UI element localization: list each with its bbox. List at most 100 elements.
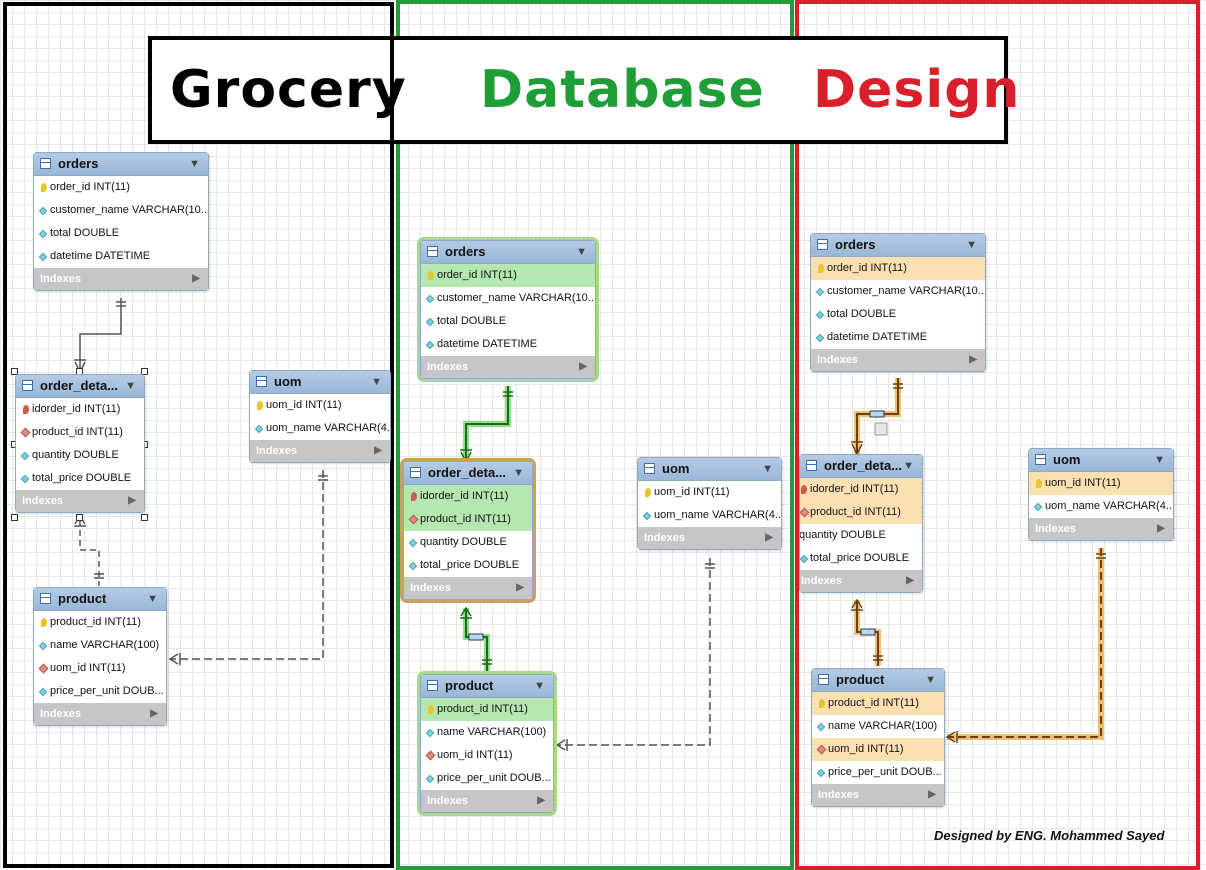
indexes-section[interactable]: Indexes▶	[638, 527, 781, 549]
column-row[interactable]: price_per_unit DOUB...	[812, 761, 944, 784]
collapse-arrow-icon[interactable]: ▼	[371, 376, 382, 388]
expand-arrow-icon[interactable]: ▶	[537, 795, 545, 806]
column-row[interactable]: customer_name VARCHAR(10...	[421, 287, 595, 310]
collapse-arrow-icon[interactable]: ▼	[513, 467, 524, 479]
expand-arrow-icon[interactable]: ▶	[906, 575, 914, 586]
column-row[interactable]: name VARCHAR(100)	[421, 721, 553, 744]
table-header[interactable]: orders ▼	[421, 241, 595, 264]
collapse-arrow-icon[interactable]: ▼	[189, 158, 200, 170]
table-order-details[interactable]: order_deta... ▼ idorder_id INT(11) produ…	[15, 374, 145, 513]
selection-handle[interactable]	[11, 368, 18, 375]
column-row[interactable]: name VARCHAR(100)	[34, 634, 166, 657]
selection-handle[interactable]	[76, 514, 83, 521]
expand-arrow-icon[interactable]: ▶	[150, 708, 158, 719]
column-row[interactable]: uom_name VARCHAR(4...	[638, 504, 781, 527]
column-row[interactable]: quantity DOUBLE	[404, 531, 532, 554]
table-orders[interactable]: orders ▼ order_id INT(11) customer_name …	[810, 233, 986, 372]
column-row[interactable]: idorder_id INT(11)	[16, 398, 144, 421]
table-header[interactable]: order_deta... ▼	[16, 375, 144, 398]
indexes-section[interactable]: Indexes▶	[404, 577, 532, 599]
column-row[interactable]: uom_id INT(11)	[421, 744, 553, 767]
column-row[interactable]: product_id INT(11)	[404, 508, 532, 531]
column-row[interactable]: datetime DATETIME	[421, 333, 595, 356]
column-row[interactable]: total DOUBLE	[811, 303, 985, 326]
column-row[interactable]: name VARCHAR(100)	[812, 715, 944, 738]
table-product[interactable]: product ▼ product_id INT(11) name VARCHA…	[420, 674, 554, 813]
expand-arrow-icon[interactable]: ▶	[374, 445, 382, 456]
column-row[interactable]: uom_name VARCHAR(4...	[250, 417, 390, 440]
collapse-arrow-icon[interactable]: ▼	[534, 680, 545, 692]
collapse-arrow-icon[interactable]: ▼	[966, 239, 977, 251]
column-row[interactable]: product_id INT(11)	[16, 421, 144, 444]
indexes-section[interactable]: Indexes▶	[421, 356, 595, 378]
column-row[interactable]: product_id INT(11)	[800, 501, 922, 524]
table-header[interactable]: uom ▼	[638, 458, 781, 481]
column-row[interactable]: product_id INT(11)	[812, 692, 944, 715]
column-row[interactable]: total_price DOUBLE	[404, 554, 532, 577]
column-row[interactable]: order_id INT(11)	[811, 257, 985, 280]
column-row[interactable]: uom_id INT(11)	[1029, 472, 1173, 495]
indexes-section[interactable]: Indexes▶	[16, 490, 144, 512]
column-row[interactable]: datetime DATETIME	[34, 245, 208, 268]
table-header[interactable]: orders ▼	[34, 153, 208, 176]
collapse-arrow-icon[interactable]: ▼	[147, 593, 158, 605]
collapse-arrow-icon[interactable]: ▼	[903, 460, 914, 472]
collapse-arrow-icon[interactable]: ▼	[576, 246, 587, 258]
indexes-section[interactable]: Indexes▶	[811, 349, 985, 371]
column-row[interactable]: price_per_unit DOUB...	[34, 680, 166, 703]
expand-arrow-icon[interactable]: ▶	[928, 789, 936, 800]
column-row[interactable]: total_price DOUBLE	[800, 547, 922, 570]
expand-arrow-icon[interactable]: ▶	[579, 361, 587, 372]
indexes-section[interactable]: Indexes▶	[800, 570, 922, 592]
column-row[interactable]: uom_id INT(11)	[638, 481, 781, 504]
column-row[interactable]: quantity DOUBLE	[800, 529, 886, 541]
collapse-arrow-icon[interactable]: ▼	[762, 463, 773, 475]
selection-handle[interactable]	[141, 514, 148, 521]
column-row[interactable]: order_id INT(11)	[421, 264, 595, 287]
expand-arrow-icon[interactable]: ▶	[765, 532, 773, 543]
column-row[interactable]: uom_id INT(11)	[34, 657, 166, 680]
expand-arrow-icon[interactable]: ▶	[128, 495, 136, 506]
column-row[interactable]: total DOUBLE	[34, 222, 208, 245]
column-row[interactable]: uom_name VARCHAR(4...	[1029, 495, 1173, 518]
table-orders[interactable]: orders ▼ order_id INT(11) customer_name …	[420, 240, 596, 379]
indexes-section[interactable]: Indexes▶	[421, 790, 553, 812]
collapse-arrow-icon[interactable]: ▼	[125, 380, 136, 392]
collapse-arrow-icon[interactable]: ▼	[925, 674, 936, 686]
table-uom[interactable]: uom ▼ uom_id INT(11) uom_name VARCHAR(4.…	[637, 457, 782, 550]
column-row[interactable]: quantity DOUBLE	[16, 444, 144, 467]
expand-arrow-icon[interactable]: ▶	[1157, 523, 1165, 534]
column-row[interactable]: total_price DOUBLE	[16, 467, 144, 490]
selection-handle[interactable]	[141, 368, 148, 375]
table-uom[interactable]: uom ▼ uom_id INT(11) uom_name VARCHAR(4.…	[1028, 448, 1174, 541]
table-product[interactable]: product ▼ product_id INT(11) name VARCHA…	[33, 587, 167, 726]
column-row[interactable]: uom_id INT(11)	[812, 738, 944, 761]
table-header[interactable]: product ▼	[421, 675, 553, 698]
expand-arrow-icon[interactable]: ▶	[192, 273, 200, 284]
selection-handle[interactable]	[11, 514, 18, 521]
column-row[interactable]: datetime DATETIME	[811, 326, 985, 349]
column-row[interactable]: idorder_id INT(11)	[800, 478, 922, 501]
collapse-arrow-icon[interactable]: ▼	[1154, 454, 1165, 466]
indexes-section[interactable]: Indexes▶	[34, 268, 208, 290]
column-row[interactable]: product_id INT(11)	[421, 698, 553, 721]
column-row[interactable]: customer_name VARCHAR(10...	[811, 280, 985, 303]
table-header[interactable]: order_deta... ▼	[404, 462, 532, 485]
column-row[interactable]: product_id INT(11)	[34, 611, 166, 634]
column-row[interactable]: uom_id INT(11)	[250, 394, 390, 417]
column-row[interactable]: order_id INT(11)	[34, 176, 208, 199]
table-header[interactable]: order_deta... ▼	[800, 455, 922, 478]
table-header[interactable]: orders ▼	[811, 234, 985, 257]
expand-arrow-icon[interactable]: ▶	[969, 354, 977, 365]
table-order-details[interactable]: order_deta... ▼ idorder_id INT(11) produ…	[403, 461, 533, 600]
table-header[interactable]: product ▼	[812, 669, 944, 692]
table-product[interactable]: product ▼ product_id INT(11) name VARCHA…	[811, 668, 945, 807]
indexes-section[interactable]: Indexes▶	[250, 440, 390, 462]
column-row[interactable]: idorder_id INT(11)	[404, 485, 532, 508]
column-row[interactable]: customer_name VARCHAR(10...	[34, 199, 208, 222]
indexes-section[interactable]: Indexes▶	[1029, 518, 1173, 540]
column-row[interactable]: price_per_unit DOUB...	[421, 767, 553, 790]
table-uom[interactable]: uom ▼ uom_id INT(11) uom_name VARCHAR(4.…	[249, 370, 391, 463]
indexes-section[interactable]: Indexes▶	[812, 784, 944, 806]
column-row[interactable]: total DOUBLE	[421, 310, 595, 333]
